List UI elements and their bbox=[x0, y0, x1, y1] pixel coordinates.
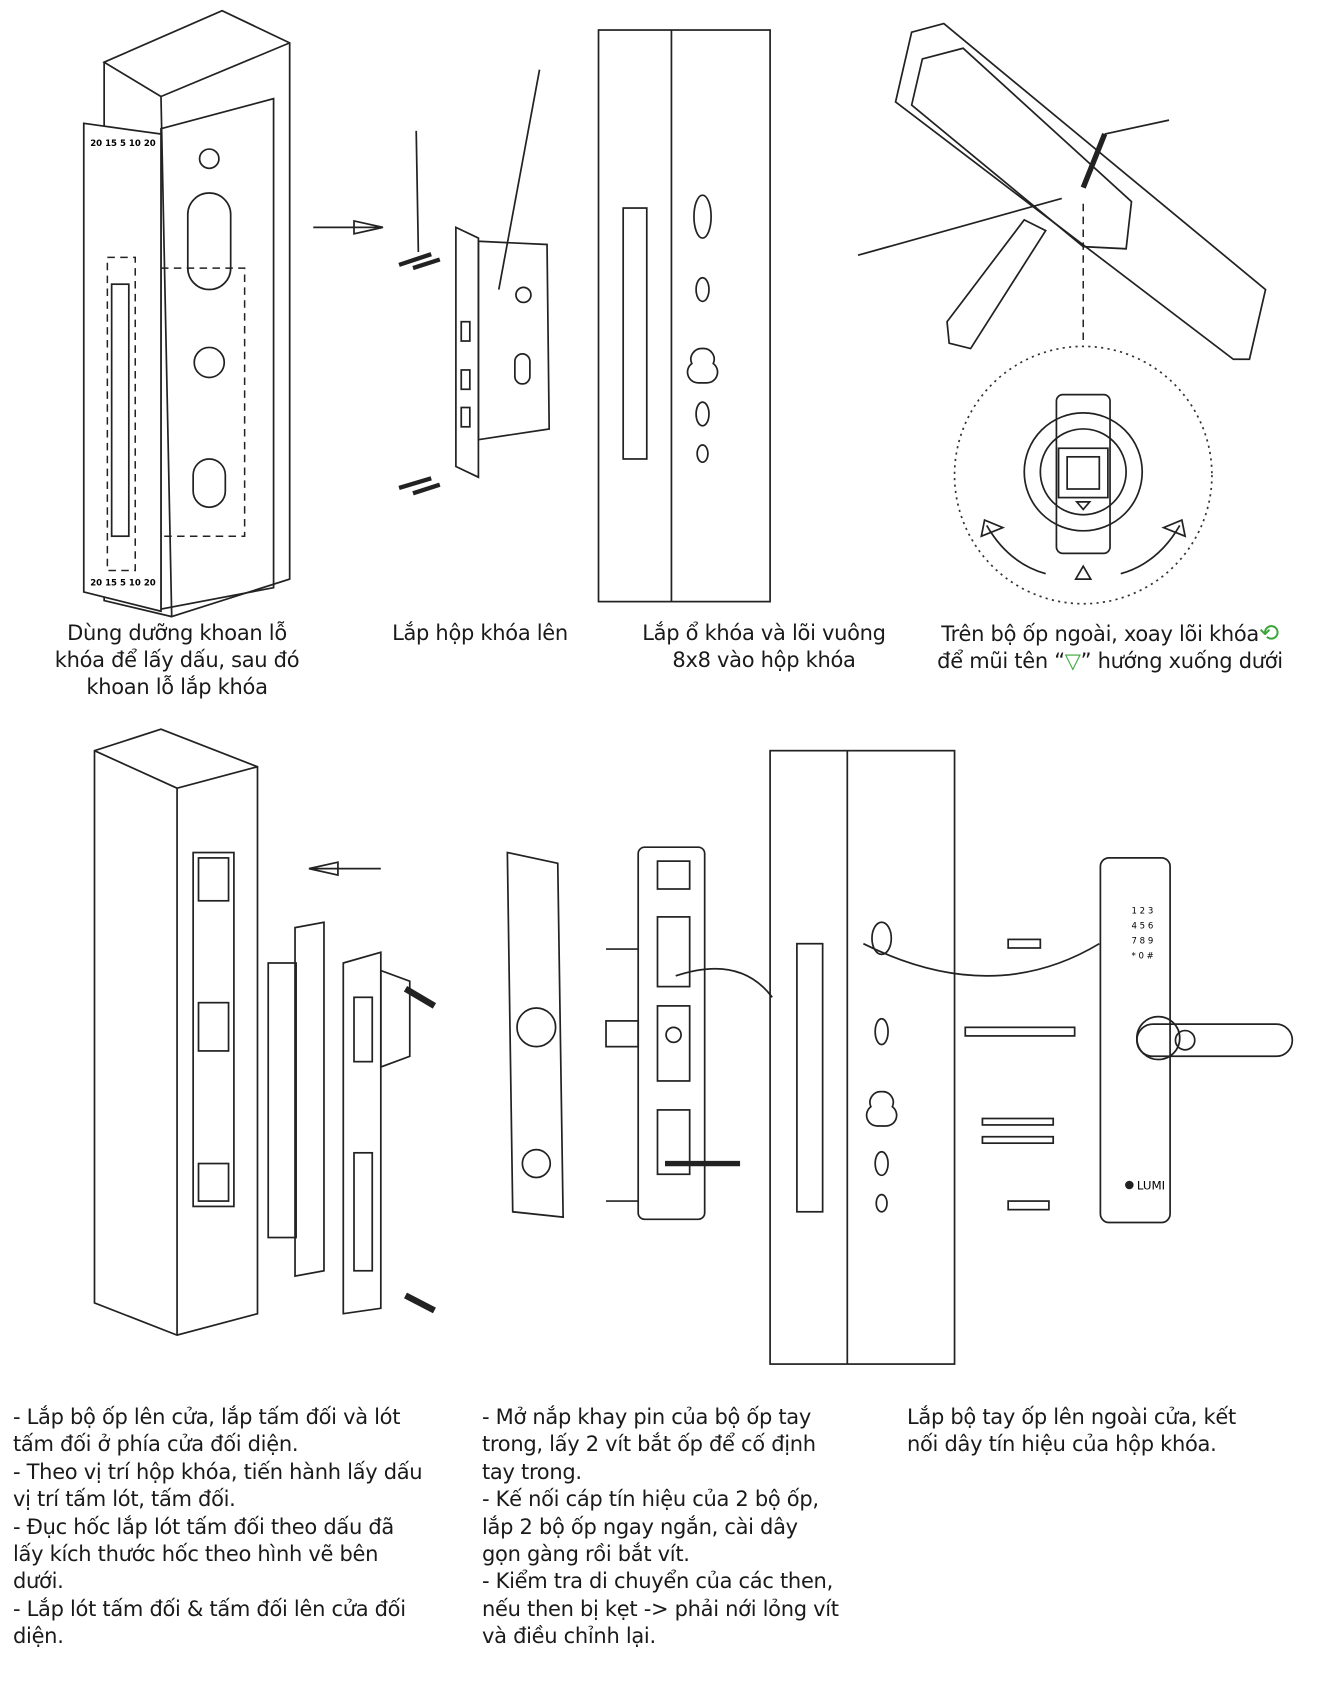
rotate-core-icon: ⟲ bbox=[1258, 619, 1279, 647]
caption-step-2: Lắp hộp khóa lên bbox=[380, 620, 580, 647]
panel-assembly-diagram: 1 2 3 4 5 6 7 8 9 * 0 # LUMI bbox=[506, 749, 1294, 1365]
outer-panel-core-diagram bbox=[857, 22, 1267, 605]
instruction-line: lắp 2 bộ ốp ngay ngắn, cài dây bbox=[482, 1514, 798, 1539]
caption-line: khoan lỗ lắp khóa bbox=[86, 675, 268, 699]
keypad-row-3: 7 8 9 bbox=[1131, 937, 1153, 947]
arrow-right-icon bbox=[313, 219, 384, 235]
caption-step-4: Trên bộ ốp ngoài, xoay lõi khóa⟲ để mũi … bbox=[910, 620, 1310, 675]
instructions-strike-plate: - Lắp bộ ốp lên cửa, lắp tấm đối và lót … bbox=[13, 1404, 423, 1651]
instruction-line: dưới. bbox=[13, 1569, 64, 1594]
drill-template-diagram: 20 15 5 10 20 20 15 5 10 20 bbox=[82, 9, 291, 618]
caption-line: để mũi tên “ bbox=[937, 649, 1065, 673]
door-holes-diagram bbox=[597, 29, 771, 603]
strike-plate-diagram bbox=[93, 728, 437, 1337]
caption-line: 8x8 vào hộp khóa bbox=[672, 648, 856, 672]
caption-line: Lắp ổ khóa và lõi vuông bbox=[642, 621, 886, 645]
instruction-line: nếu then bị kẹt -> phải nới lỏng vít bbox=[482, 1596, 839, 1621]
keypad-row-2: 4 5 6 bbox=[1131, 922, 1153, 932]
keypad-row-1: 1 2 3 bbox=[1131, 907, 1153, 917]
instructions-outer-panel: Lắp bộ tay ốp lên ngoài cửa, kết nối dây… bbox=[907, 1404, 1236, 1459]
mortise-lock-diagram bbox=[398, 69, 551, 496]
caption-step-3: Lắp ổ khóa và lõi vuông 8x8 vào hộp khóa bbox=[634, 620, 894, 674]
instruction-line: gọn gàng rồi bắt vít. bbox=[482, 1542, 690, 1567]
caption-line: Lắp hộp khóa lên bbox=[392, 621, 568, 645]
ruler-bottom-label: 20 15 5 10 20 bbox=[90, 579, 156, 589]
keypad-row-4: * 0 # bbox=[1131, 952, 1153, 962]
instruction-line: vị trí tấm lót, tấm đối. bbox=[13, 1487, 236, 1512]
instruction-line: tay trong. bbox=[482, 1459, 582, 1484]
brand-logo: LUMI bbox=[1137, 1178, 1165, 1192]
instruction-line: Lắp bộ tay ốp lên ngoài cửa, kết bbox=[907, 1405, 1236, 1429]
instruction-line: - Lắp bộ ốp lên cửa, lắp tấm đối và lót bbox=[13, 1405, 401, 1429]
instruction-line: diện. bbox=[13, 1624, 64, 1649]
instruction-line: nối dây tín hiệu của hộp khóa. bbox=[907, 1432, 1217, 1457]
caption-line: Trên bộ ốp ngoài, xoay lõi khóa bbox=[941, 622, 1259, 646]
caption-step-1: Dùng dưỡng khoan lỗ khóa để lấy dấu, sau… bbox=[47, 620, 307, 701]
instructions-inner-panel: - Mở nắp khay pin của bộ ốp tay trong, l… bbox=[482, 1404, 839, 1651]
instruction-line: - Kiểm tra di chuyển của các then, bbox=[482, 1569, 833, 1594]
instruction-line: - Mở nắp khay pin của bộ ốp tay bbox=[482, 1405, 812, 1429]
instruction-line: - Lắp lót tấm đối & tấm đối lên cửa đối bbox=[13, 1596, 406, 1621]
instruction-line: - Kế nối cáp tín hiệu của 2 bộ ốp, bbox=[482, 1487, 819, 1512]
ruler-top-label: 20 15 5 10 20 bbox=[90, 139, 156, 149]
caption-line: khóa để lấy dấu, sau đó bbox=[54, 648, 300, 672]
down-triangle-icon: ▽ bbox=[1064, 649, 1081, 673]
instruction-line: tấm đối ở phía cửa đối diện. bbox=[13, 1432, 299, 1457]
instruction-line: lấy kích thước hốc theo hình vẽ bên bbox=[13, 1542, 379, 1567]
instruction-line: - Đục hốc lắp lót tấm đối theo dấu đã bbox=[13, 1514, 394, 1539]
instruction-line: - Theo vị trí hộp khóa, tiến hành lấy dấ… bbox=[13, 1459, 423, 1484]
instruction-line: và điều chỉnh lại. bbox=[482, 1624, 656, 1649]
caption-line: Dùng dưỡng khoan lỗ bbox=[67, 621, 287, 645]
caption-line: ” hướng xuống dưới bbox=[1080, 649, 1283, 673]
instruction-line: trong, lấy 2 vít bắt ốp để cố định bbox=[482, 1432, 816, 1457]
